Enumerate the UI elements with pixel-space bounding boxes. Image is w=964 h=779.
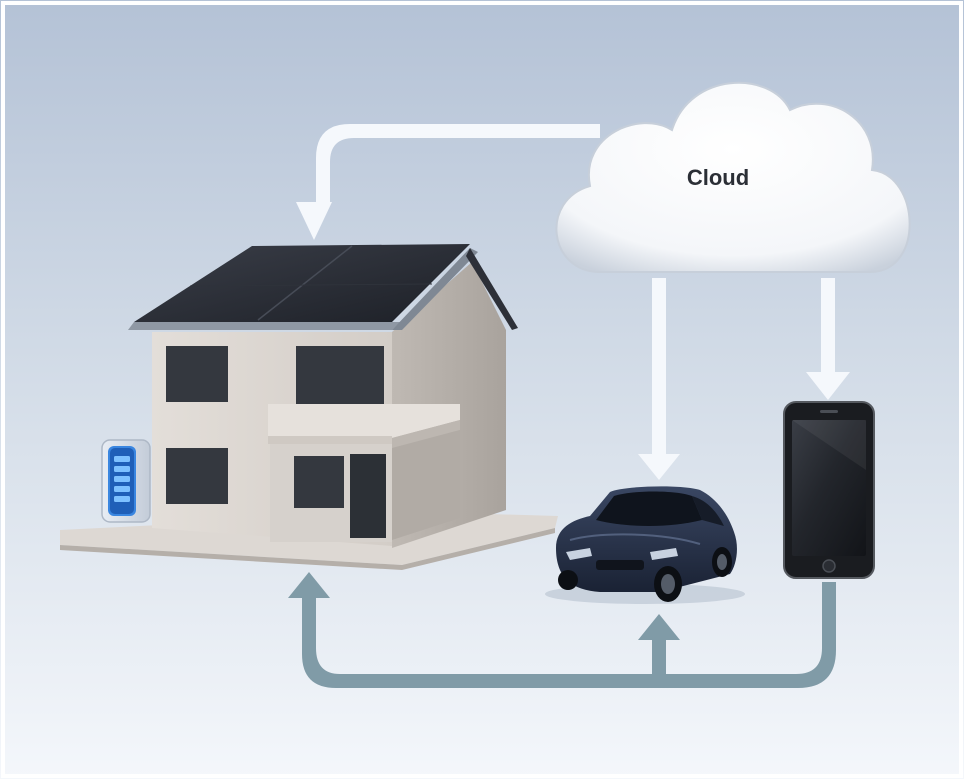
arrow-phone-to-car xyxy=(638,614,680,674)
phone-arrows xyxy=(288,572,836,688)
door xyxy=(350,454,386,538)
cloud-arrows xyxy=(296,124,850,480)
cloud-label: Cloud xyxy=(687,165,749,190)
arrow-phone-to-house xyxy=(288,572,836,688)
window xyxy=(296,346,384,404)
window xyxy=(294,456,344,508)
house-with-solar-panels-icon xyxy=(60,244,558,570)
battery-icon xyxy=(101,439,151,523)
cloud-icon: Cloud xyxy=(555,81,911,273)
arrow-cloud-to-car xyxy=(638,278,680,480)
car-icon xyxy=(545,486,745,604)
window xyxy=(166,346,228,402)
arrow-cloud-to-house xyxy=(296,124,600,240)
smartphone-icon xyxy=(783,401,875,579)
solar-panel xyxy=(134,244,470,322)
arrow-cloud-to-phone xyxy=(806,278,850,400)
window xyxy=(166,448,228,504)
